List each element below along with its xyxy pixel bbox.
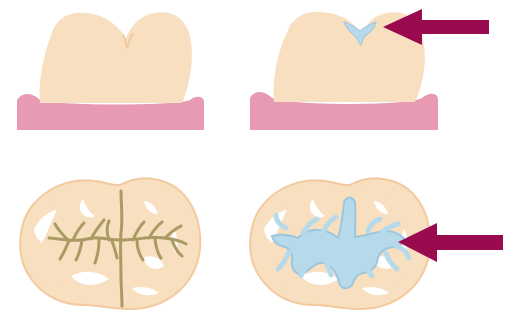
top-right-tooth-panel: [250, 9, 489, 130]
molar-inner-left: [35, 189, 186, 297]
tooth-crown-left: [40, 12, 192, 103]
top-left-tooth-panel: [17, 12, 204, 130]
bottom-right-tooth-panel: [250, 178, 503, 309]
bottom-left-tooth-panel: [20, 178, 200, 309]
fissure-central-left: [121, 191, 122, 306]
